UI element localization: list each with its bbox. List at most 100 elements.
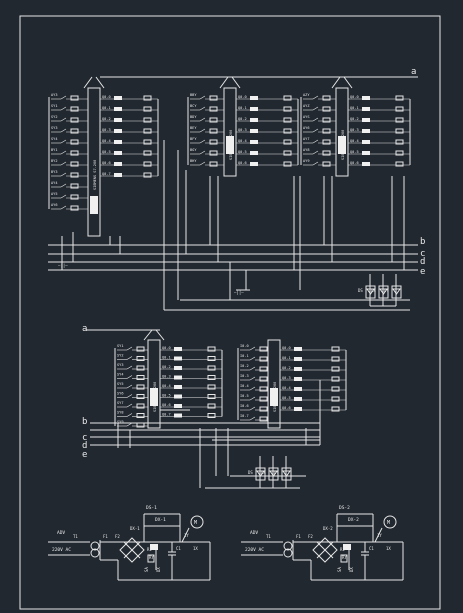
output-load [283,106,292,112]
input-contact [126,384,133,389]
input-terminal [209,139,218,145]
input-terminal [70,95,79,101]
bus-a-tap [143,329,153,341]
output-label: Q0.1 [282,356,291,360]
dx-label: DX-1 [155,517,166,523]
diode-icon [379,288,388,295]
output-coil [114,107,122,111]
output-load [207,403,216,409]
input-contact [126,403,133,408]
transformer-coil [90,548,100,558]
bus-a-tap [95,76,105,89]
input-terminal [136,346,145,352]
input-label: BFY [190,137,197,141]
output-label: Q0.0 [350,95,359,99]
input-terminal [136,422,145,428]
input-contact [312,161,319,166]
output-label: Q0.2 [162,365,171,369]
output-coil [294,347,302,351]
c1-label: C1 [176,546,181,551]
output-label: Q0.6 [162,403,171,407]
output-load [395,106,404,112]
r1-label: R1 [340,547,345,552]
output-coil [114,118,122,122]
input-terminal [259,386,268,392]
motor-lead [181,527,190,543]
input-terminal [322,128,331,134]
input-label: SY2 [51,115,58,119]
input-terminal [136,365,145,371]
input-terminal [70,194,79,200]
input-terminal [322,150,331,156]
output-load [331,376,340,382]
input-contact [249,406,256,411]
input-label: I0.1 [240,354,249,358]
input-label: SY4 [117,373,124,377]
output-load [395,139,404,145]
input-terminal [322,106,331,112]
bus-b-label-mid: b [82,417,87,427]
output-coil [362,140,370,144]
input-contact [60,128,67,133]
input-contact [199,128,206,133]
output-load [395,150,404,156]
input-terminal [209,117,218,123]
input-label: AY6 [303,126,310,130]
input-label: SY5 [117,382,124,386]
input-contact [249,416,256,421]
output-coil [362,129,370,133]
battery-symbol: —||— [58,263,68,268]
input-contact [126,365,133,370]
bus-c-label-top: c [420,249,425,259]
input-contact [60,161,67,166]
plc-box [147,339,161,429]
ry-label: RY [149,555,154,560]
output-label: Q0.2 [238,117,247,121]
output-load [143,106,152,112]
motor-label: M [194,520,197,526]
input-label: AY3 [51,93,58,97]
output-load [331,346,340,352]
input-terminal [136,403,145,409]
output-load [395,128,404,134]
relay-coil [340,554,348,563]
output-label: Q0.3 [282,376,291,380]
drawing-frame [19,15,441,610]
output-coil [174,366,182,370]
input-contact [60,139,67,144]
c1-label: C1 [369,546,374,551]
motor-icon [190,515,204,529]
input-label: BY3 [51,170,58,174]
diode-icon [269,470,278,477]
output-label: Q0.6 [282,406,291,410]
ds-label: DS-2 [339,505,350,511]
1y-label: 1Y [377,533,382,538]
input-terminal [259,406,268,412]
output-coil [250,151,258,155]
bridge-rectifier-icon [119,537,145,563]
output-coil [294,387,302,391]
input-terminal [259,346,268,352]
input-label: AZY [303,93,310,97]
t1-label: T1 [266,534,271,539]
f2-label: F2 [308,534,313,539]
input-terminal [209,161,218,167]
input-terminal [70,128,79,134]
input-terminal [70,161,79,167]
output-load [143,117,152,123]
input-label: AYZ [303,104,310,108]
input-terminal [209,106,218,112]
output-label: Q0.4 [282,386,291,390]
input-contact [60,172,67,177]
input-label: SY1 [117,344,124,348]
diode-body [378,285,389,299]
input-label: BEY [190,126,197,130]
battery-symbol: —||— [234,290,244,295]
dx-label: DX-2 [323,526,333,531]
input-label: AY5 [51,192,58,196]
output-label: Q0.7 [162,413,171,417]
output-coil [174,375,182,380]
plc-box [87,87,101,237]
